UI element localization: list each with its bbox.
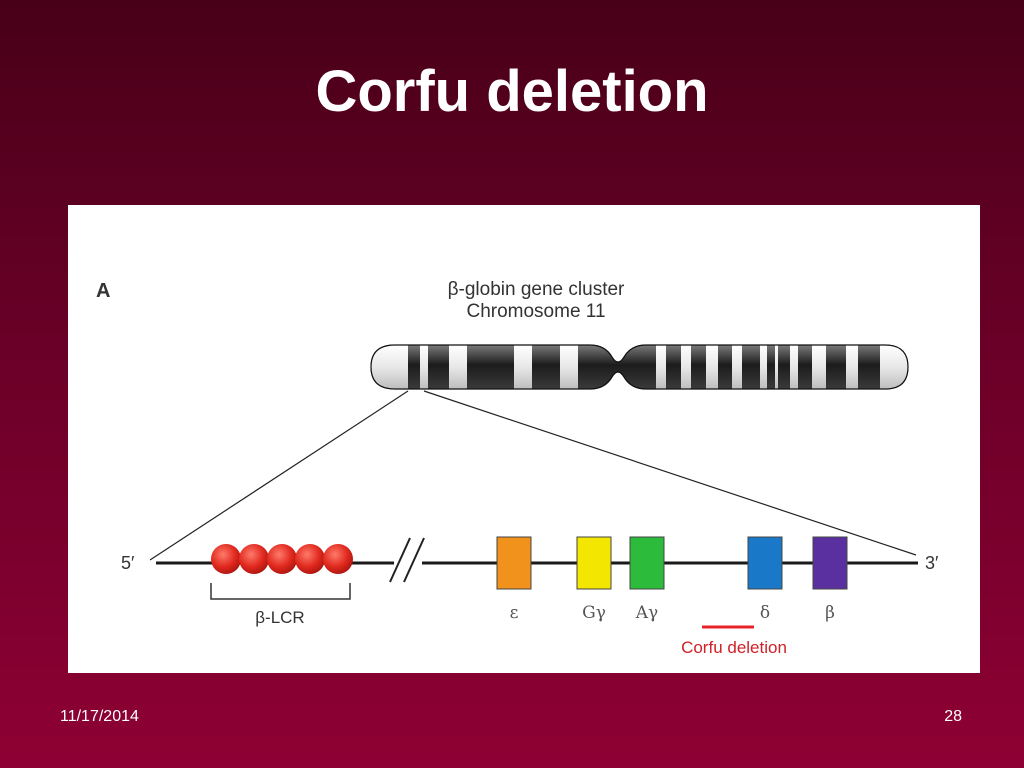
- lcr-label: β-LCR: [255, 608, 304, 627]
- gene-box: [629, 536, 665, 590]
- lcr-hypersensitive-site: [239, 544, 269, 574]
- lcr-hypersensitive-site: [295, 544, 325, 574]
- cluster-title: β-globin gene cluster: [448, 279, 625, 300]
- gene-label: ε: [510, 603, 519, 623]
- lcr-hypersensitive-site: [211, 544, 241, 574]
- zoom-line-left: [149, 390, 409, 561]
- lcr-hypersensitive-site: [323, 544, 353, 574]
- gene-box: [576, 536, 612, 590]
- gene-box: [496, 536, 532, 590]
- gene-label: Aγ: [635, 603, 658, 623]
- gene-box: [812, 536, 848, 590]
- break-mark: [403, 537, 425, 583]
- chromosome-11: [370, 344, 909, 390]
- lcr-hypersensitive-site: [267, 544, 297, 574]
- gene-label: β: [825, 603, 835, 623]
- break-mark: [389, 537, 411, 583]
- gene-beta: β: [812, 536, 848, 623]
- five-prime-label: 5′: [121, 553, 135, 573]
- panel-letter: A: [96, 280, 110, 302]
- corfu-deletion-label: Corfu deletion: [681, 638, 787, 657]
- gene-epsilon: ε: [496, 536, 532, 623]
- page-number: 28: [944, 708, 962, 725]
- gene-g-gamma: Gγ: [576, 536, 612, 623]
- zoom-line-right: [423, 390, 917, 556]
- lcr-bracket: [210, 583, 351, 600]
- three-prime-label: 3′: [925, 553, 939, 573]
- gene-a-gamma: Aγ: [629, 536, 665, 623]
- gene-label: Gγ: [582, 603, 606, 623]
- slide-title: Corfu deletion: [315, 59, 709, 124]
- gene-box: [747, 536, 783, 590]
- gene-label: δ: [760, 603, 770, 623]
- figure-panel: A β-globin gene cluster Chromosome 11: [68, 205, 980, 673]
- footer-date: 11/17/2014: [60, 708, 139, 725]
- gene-delta: δ: [747, 536, 783, 623]
- chromosome-label: Chromosome 11: [466, 301, 605, 322]
- lcr-elements: [211, 544, 353, 574]
- gene-cluster-diagram: A β-globin gene cluster Chromosome 11: [96, 279, 939, 657]
